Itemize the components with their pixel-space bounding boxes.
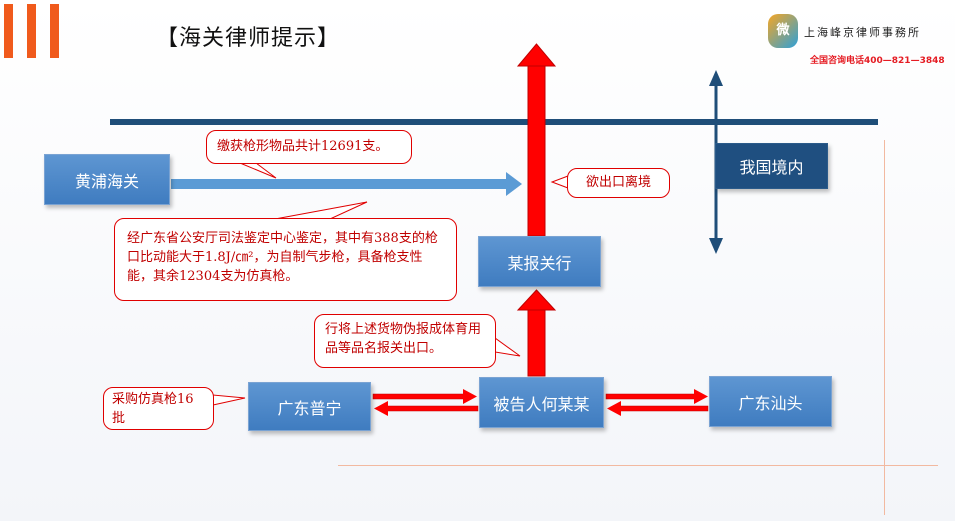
- node-domestic-territory: 我国境内: [715, 143, 828, 189]
- customs-arrow-head: [506, 172, 522, 196]
- slide-title: 【海关律师提示】: [156, 26, 341, 51]
- export-callout-tail: [550, 175, 569, 189]
- border-line: [110, 119, 878, 125]
- customs-arrow-shaft: [171, 179, 508, 189]
- vertical-arrow-head-bottom: [709, 238, 723, 254]
- node-guangdong-puning: 广东普宁: [248, 382, 371, 431]
- deco-line-vertical: [884, 140, 885, 515]
- declare-arrow-head: [516, 289, 557, 311]
- node-customs-broker: 某报关行: [478, 236, 601, 287]
- node-defendant: 被告人何某某: [479, 377, 604, 428]
- callout-purchase-batches: 采购仿真枪16批: [103, 387, 214, 430]
- accent-bar-1: [4, 4, 13, 58]
- vertical-arrow-head-top: [709, 70, 723, 86]
- callout-appraisal-result: 经广东省公安厅司法鉴定中心鉴定，其中有388支的枪口比动能大于1.8J/㎝²，为…: [114, 218, 457, 301]
- export-arrow-head: [516, 43, 557, 67]
- firm-logo-icon: 微: [768, 14, 798, 48]
- declare-callout-tail: [494, 337, 521, 357]
- firm-phone: 全国咨询电话400—821—3848: [810, 56, 945, 66]
- appraisal-callout-tail: [274, 201, 368, 220]
- callout-export-intent: 欲出口离境: [567, 168, 670, 198]
- node-guangdong-shantou: 广东汕头: [709, 376, 832, 427]
- callout-seized-count: 缴获枪形物品共计12691支。: [206, 130, 412, 164]
- firm-name: 上海峰京律师事務所: [804, 26, 921, 39]
- defendant-to-puning-head: [374, 401, 388, 416]
- defendant-to-shantou-head: [694, 389, 708, 404]
- purchase-callout-tail: [212, 394, 246, 406]
- callout-false-declaration: 行将上述货物伪报成体育用品等品名报关出口。: [314, 314, 496, 368]
- puning-to-defendant-head: [463, 389, 477, 404]
- shantou-to-defendant-head: [607, 401, 621, 416]
- node-huangpu-customs: 黄浦海关: [44, 154, 170, 205]
- deco-line-horizontal: [338, 465, 938, 466]
- accent-bar-2: [27, 4, 36, 58]
- seized-callout-tail: [239, 162, 277, 179]
- accent-bar-3: [50, 4, 59, 58]
